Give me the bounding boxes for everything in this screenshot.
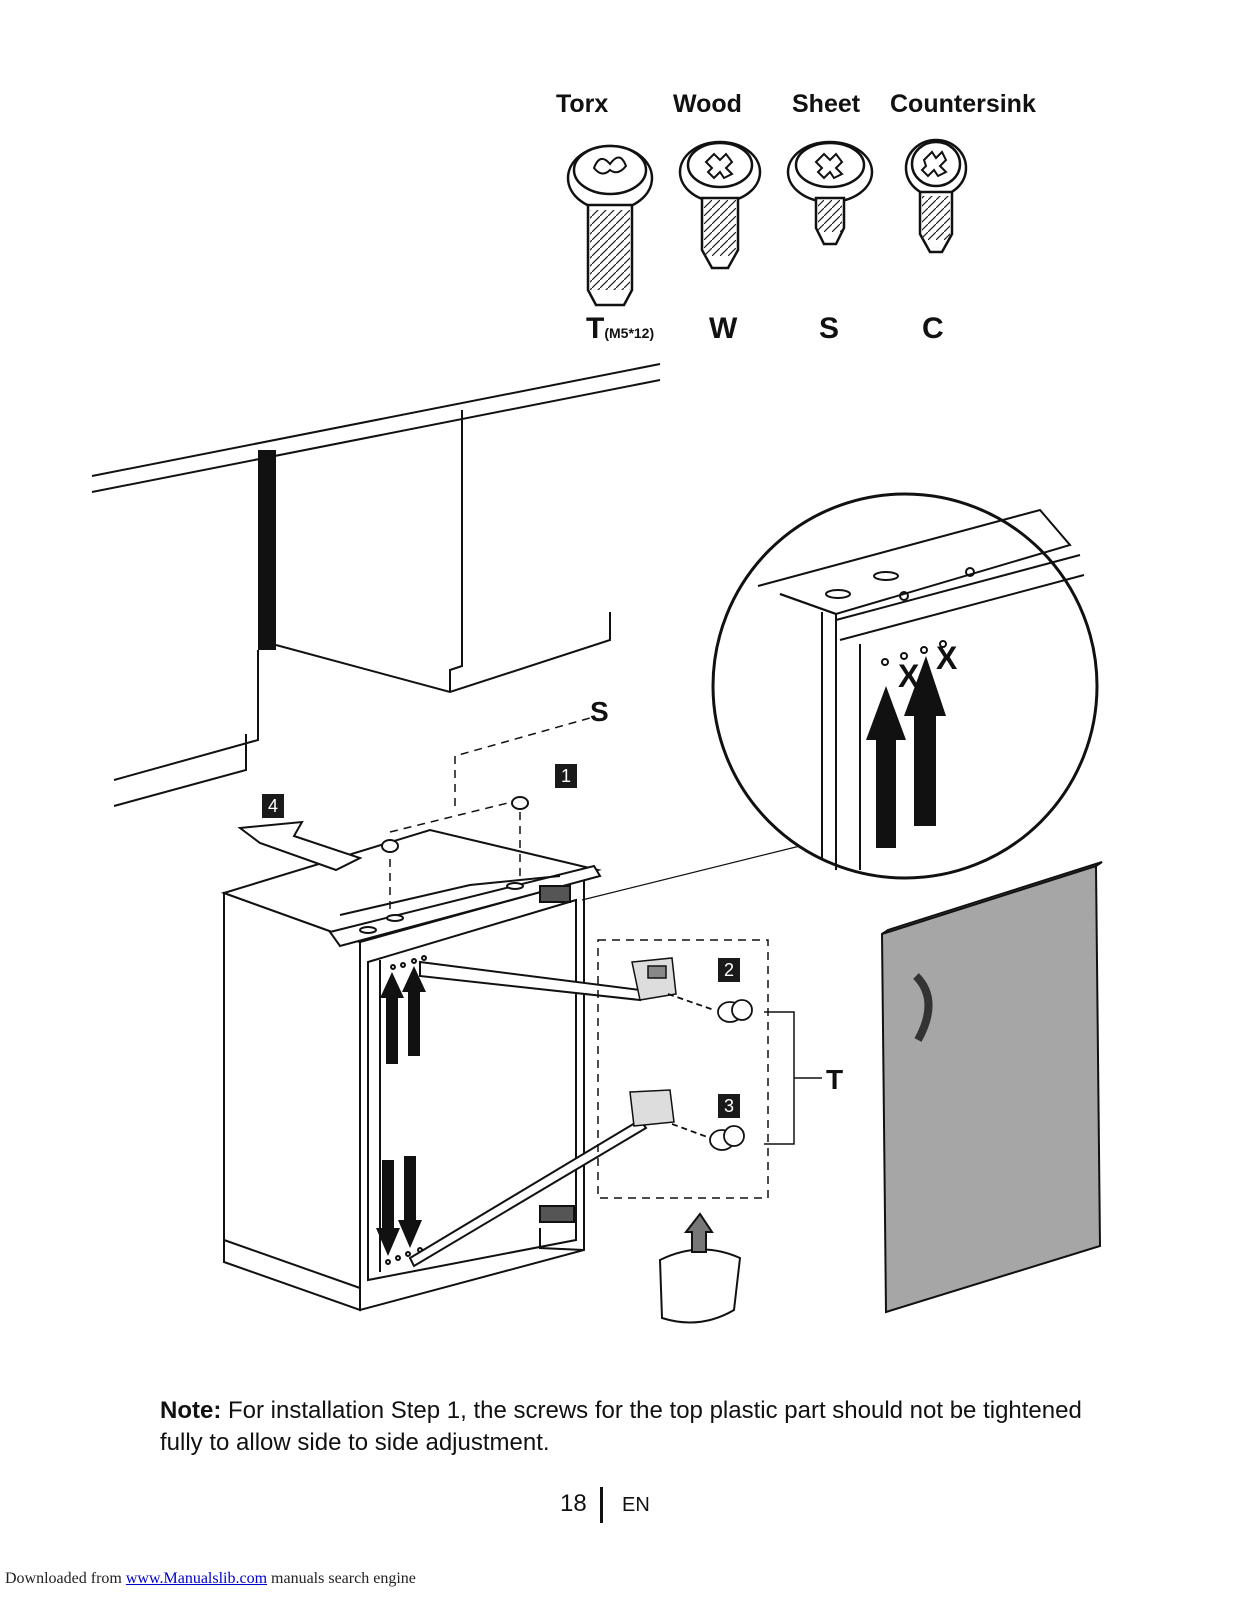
down-arrows-icon [376, 1156, 422, 1256]
door-panel-drawing [880, 861, 1103, 1314]
screw-code-sheet: S [819, 312, 840, 345]
screw-guide-lines [389, 717, 591, 915]
download-suffix: manuals search engine [267, 1570, 416, 1587]
step-badge-2: 2 [718, 958, 740, 982]
bracket-upper-icon [631, 957, 677, 1001]
magnifier-pointer-line [581, 845, 801, 901]
step-badge-3: 3 [718, 1094, 740, 1118]
countersink-screw-icon [904, 138, 968, 254]
screw-code-wood: W [709, 312, 738, 345]
page-number: 18 [560, 1490, 587, 1517]
screw-code-torx: T(M5*12) [586, 312, 655, 345]
up-arrows-icon [380, 966, 426, 1064]
page-separator [600, 1487, 603, 1523]
sheet-screw-icon [786, 140, 874, 246]
bracket-lower-icon [629, 1089, 675, 1127]
torx-screw-icon [566, 144, 654, 307]
download-bar: Downloaded from www.Manualslib.com manua… [5, 1570, 416, 1588]
callout-sheet-screw: S [590, 696, 609, 727]
accessory-bag-icon [658, 1212, 742, 1324]
note-text: For installation Step 1, the screws for … [160, 1397, 1082, 1456]
screw-code-countersink: C [922, 312, 944, 345]
kitchen-cabinet-drawing [91, 363, 661, 807]
installation-note: Note: For installation Step 1, the screw… [160, 1395, 1120, 1459]
screw-name-torx: Torx [556, 90, 609, 118]
bracket-detail-box [597, 939, 769, 1199]
torx-screws-icon [667, 993, 753, 1151]
slide-arrow-icon [237, 820, 363, 872]
note-label: Note: [160, 1397, 222, 1424]
screw-name-countersink: Countersink [890, 90, 1036, 118]
step1-screws [381, 796, 529, 853]
wood-screw-icon [678, 140, 762, 270]
screw-name-wood: Wood [673, 90, 742, 118]
screw-size-torx: (M5*12) [604, 325, 655, 341]
t-bracket-line [764, 1011, 822, 1145]
detail-x-mark-1: X [898, 658, 920, 694]
language-code: EN [622, 1494, 650, 1516]
manualslib-link[interactable]: www.Manualslib.com [125, 1570, 268, 1587]
step-badge-1: 1 [555, 764, 577, 788]
screw-name-sheet: Sheet [792, 90, 861, 118]
step-badge-4: 4 [262, 794, 284, 818]
magnifier-detail [711, 492, 1099, 880]
installation-illustration [91, 138, 1103, 1324]
download-prefix: Downloaded from [5, 1570, 126, 1587]
callout-torx-screw: T [826, 1064, 844, 1095]
detail-x-mark-2: X [936, 640, 958, 676]
